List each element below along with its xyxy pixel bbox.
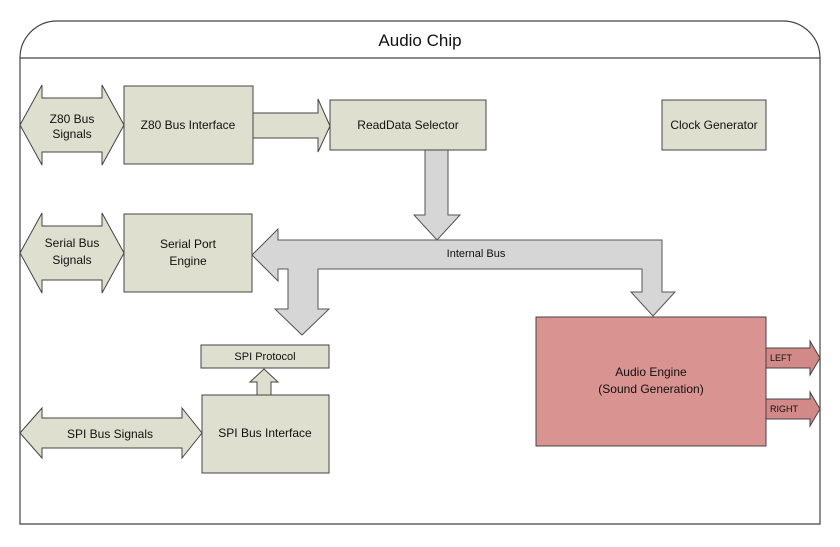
serial-port-engine-label-2: Engine (169, 254, 207, 268)
spi-protocol-label: SPI Protocol (234, 351, 295, 363)
readdata-selector-label: ReadData Selector (357, 118, 458, 132)
z80-signals-label-1: Z80 Bus (50, 112, 95, 126)
spi-protocol-block (200, 344, 330, 369)
right-output-arrow (765, 390, 821, 428)
spi-bus-interface-block (201, 394, 330, 474)
spi-bus-interface-label: SPI Bus Interface (218, 426, 312, 440)
internal-bus-arrow (251, 227, 677, 336)
readdata-selector-block (329, 99, 487, 151)
clock-generator-block (661, 99, 767, 151)
left-output-arrow (765, 339, 821, 377)
internal-bus-label: Internal Bus (447, 248, 506, 260)
spi-signals-label: SPI Bus Signals (67, 427, 153, 441)
chip-title: Audio Chip (378, 31, 461, 50)
audio-engine-label-1: Audio Engine (615, 365, 687, 379)
audio-engine-block (535, 316, 767, 447)
serial-signals-label-2: Signals (52, 253, 91, 267)
z80-bus-interface-label: Z80 Bus Interface (141, 118, 236, 132)
z80-signals-label-2: Signals (52, 127, 91, 141)
serial-signals-label-1: Serial Bus (45, 236, 100, 250)
readdata-to-bus-arrow (412, 149, 462, 241)
clock-generator-label: Clock Generator (670, 118, 757, 132)
left-output-label: LEFT (770, 353, 793, 363)
serial-port-engine-label-1: Serial Port (160, 237, 217, 251)
serial-port-engine-block (123, 213, 253, 293)
audio-engine-label-2: (Sound Generation) (598, 382, 703, 396)
z80-to-readdata-arrow (252, 98, 331, 153)
right-output-label: RIGHT (770, 404, 799, 414)
z80-bus-interface-block (123, 85, 254, 165)
spi-interface-to-protocol-arrow (248, 368, 280, 396)
